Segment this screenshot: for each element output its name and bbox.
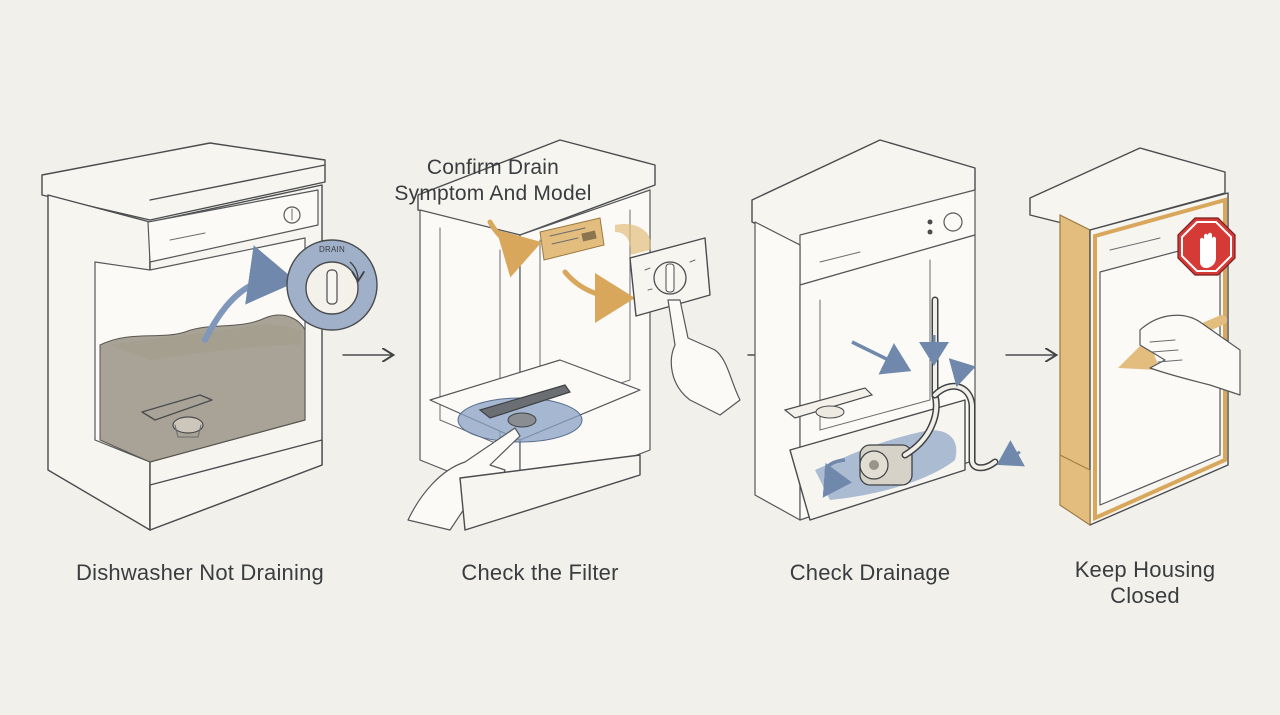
step-1-dishwasher-flooded-illustration (41, 142, 378, 531)
step-3-title: Check Drainage (789, 560, 951, 585)
step-4-title-line-1: Keep Housing (1074, 557, 1216, 582)
step-3-drainage-illustration (751, 139, 1026, 521)
callout-confirm-drain: Confirm Drain Symptom And Model (378, 155, 608, 207)
step-2-title: Check the Filter (461, 560, 619, 585)
callout-line-2: Symptom And Model (394, 182, 592, 205)
step-4-title: Keep Housing Closed (1045, 557, 1245, 609)
step-2-filter-illustration (407, 139, 741, 531)
step-1-title: Dishwasher Not Draining (76, 560, 324, 585)
callout-line-1: Confirm Drain (426, 156, 560, 179)
step-4-title-line-2: Closed (1110, 583, 1180, 608)
step-4-closed-housing-illustration (1029, 147, 1241, 527)
dial-label: DRAIN (312, 245, 352, 255)
dial-label-text: DRAIN (319, 245, 345, 254)
